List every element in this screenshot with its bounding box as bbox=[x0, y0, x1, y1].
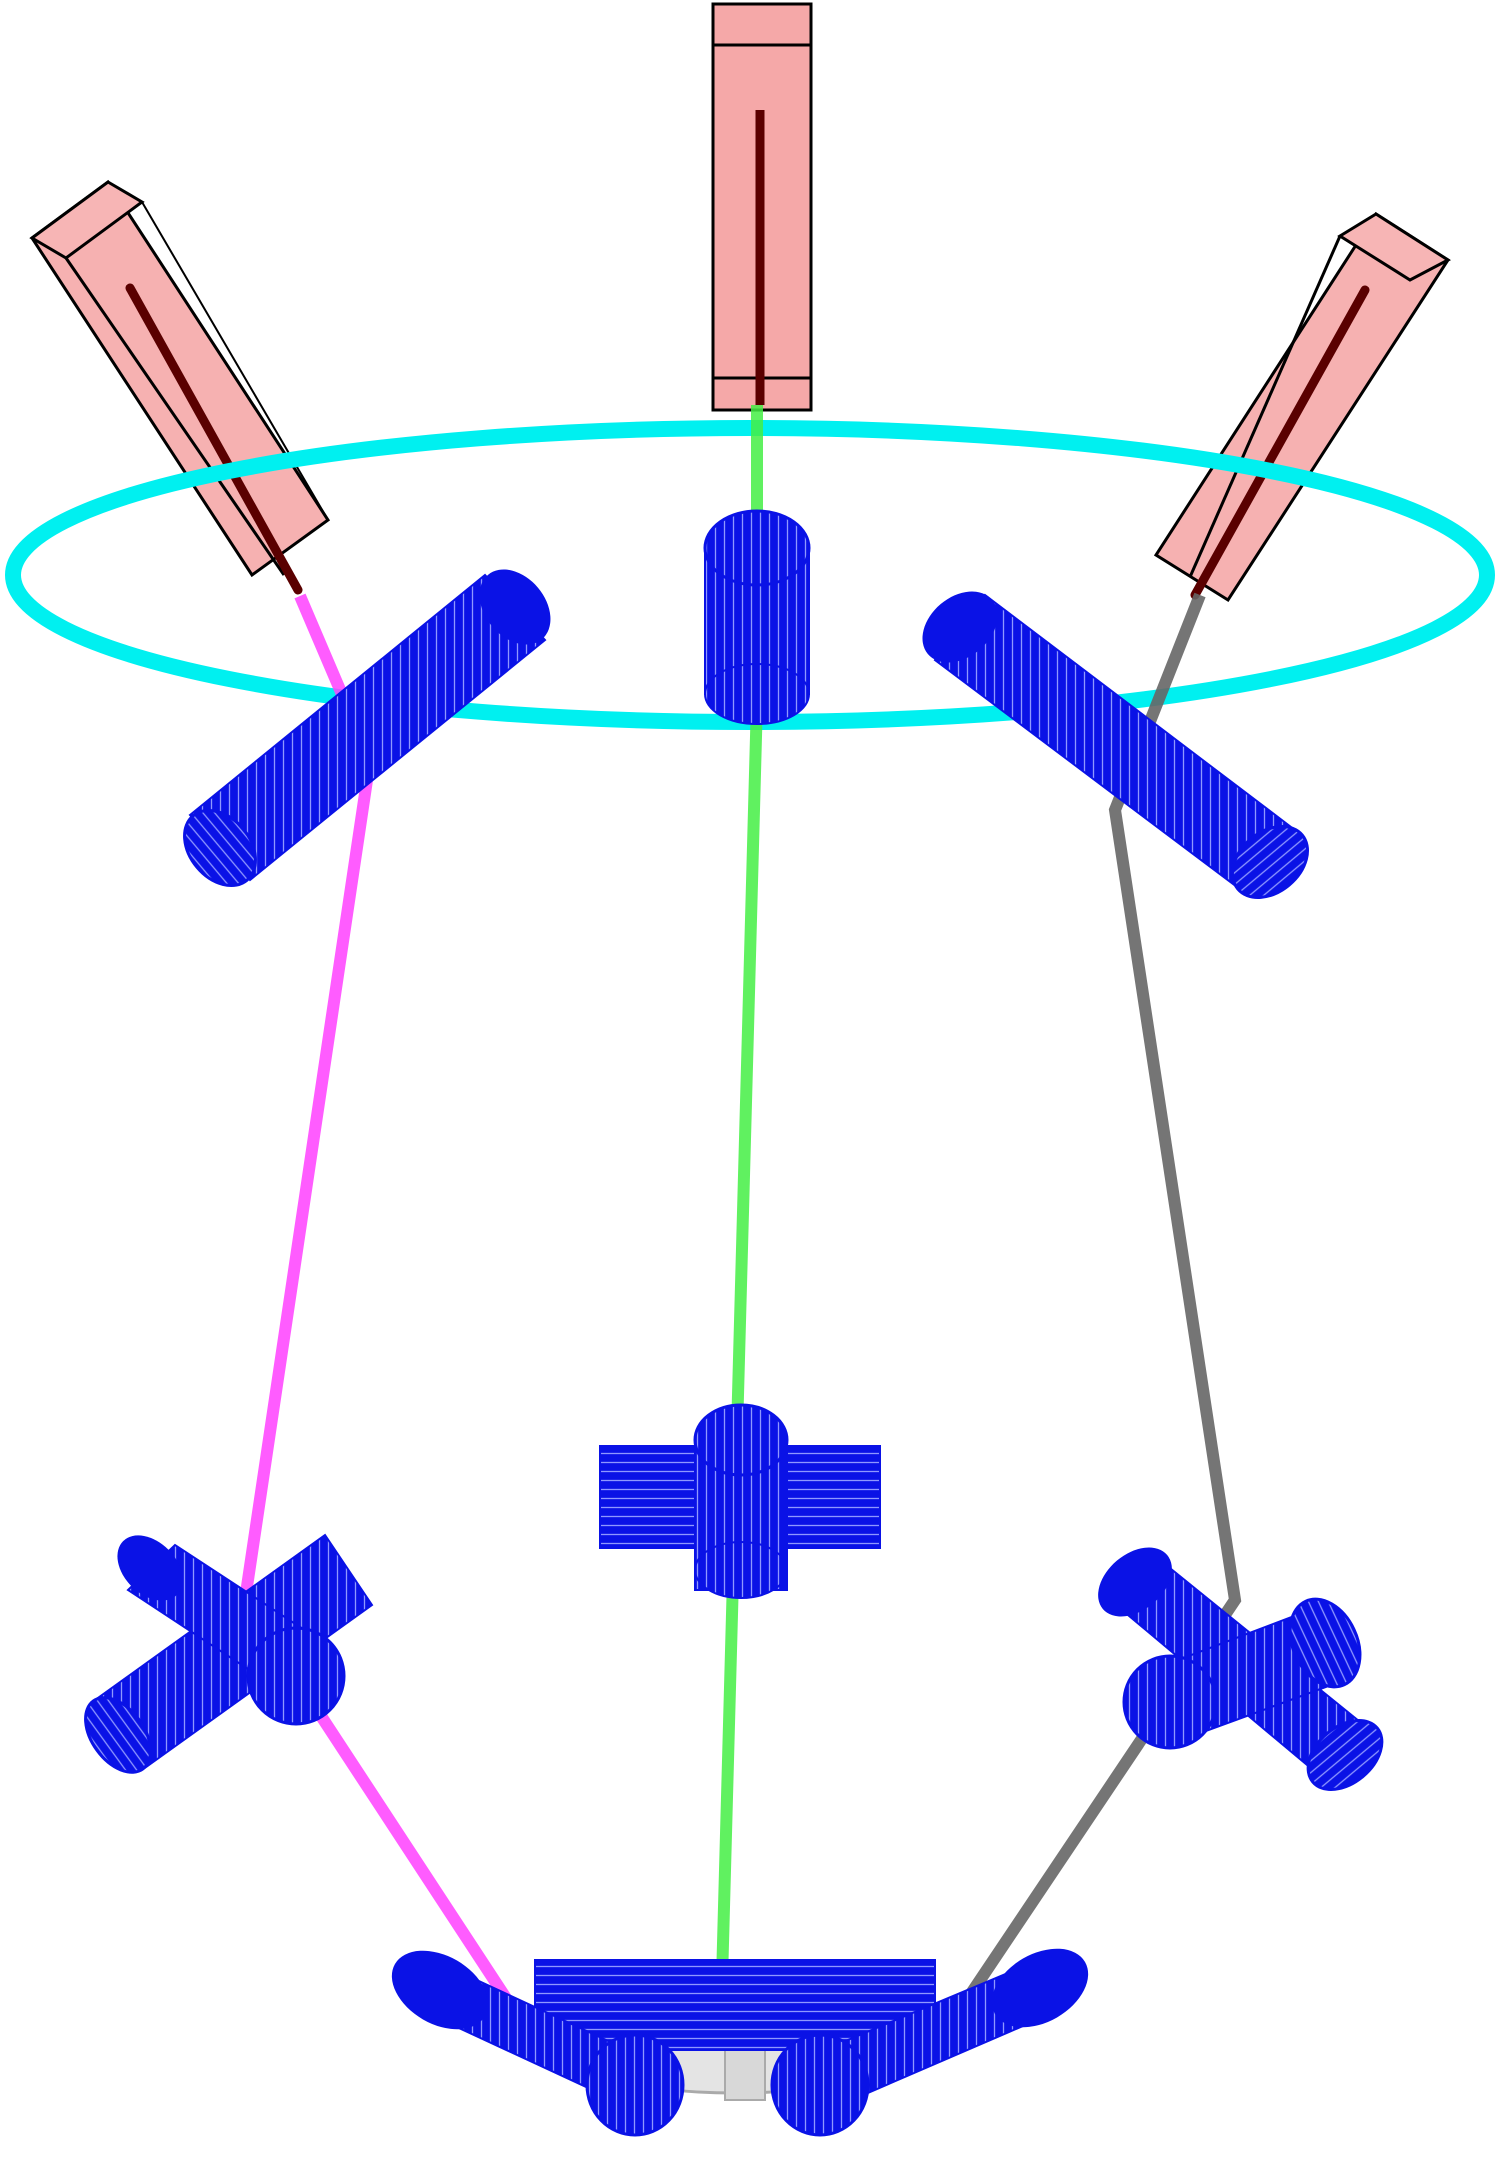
right-upper-joint bbox=[922, 591, 1310, 899]
left-actuator bbox=[29, 179, 331, 595]
left-middle-joint bbox=[84, 1533, 374, 1774]
center-upper-joint bbox=[703, 509, 811, 725]
center-actuator bbox=[711, 2, 813, 412]
left-upper-joint bbox=[183, 569, 551, 888]
right-middle-joint bbox=[1098, 1547, 1384, 1791]
end-effector-platform bbox=[391, 1948, 1089, 2137]
right-actuator bbox=[1153, 211, 1451, 603]
center-middle-joint bbox=[599, 1403, 881, 1599]
gray-leg bbox=[955, 592, 1242, 2014]
magenta-leg bbox=[238, 593, 546, 2054]
